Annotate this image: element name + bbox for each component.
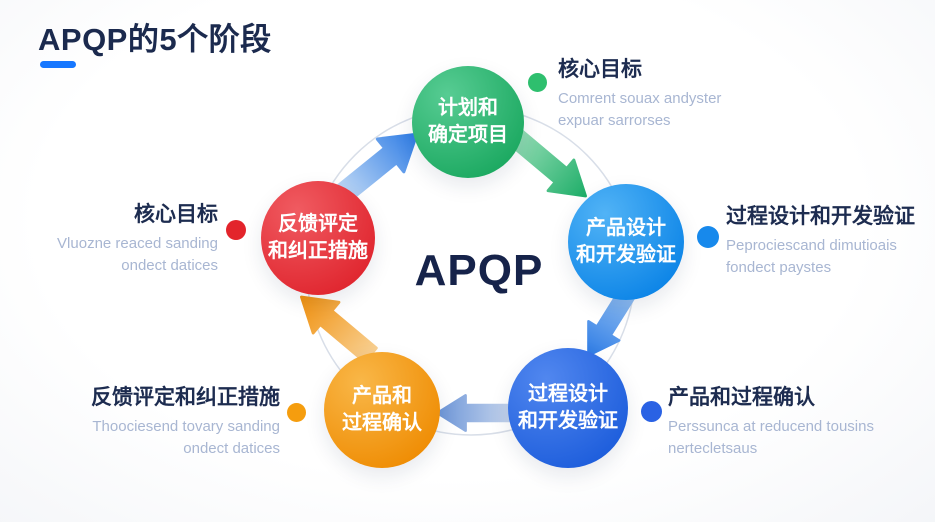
callout-right-heading: 过程设计和开发验证	[726, 205, 915, 228]
arrow-plan-to-product-icon	[509, 129, 587, 198]
callout-right: 过程设计和开发验证 Peprociescand dimutioais fonde…	[726, 203, 915, 278]
callout-top-right-heading: 核心目标	[558, 58, 642, 81]
callout-left-heading: 核心目标	[134, 203, 218, 226]
node-validation-label-line2: 过程确认	[342, 412, 422, 434]
bullet-dot-top-right-icon	[528, 73, 547, 92]
callout-bottom-left-sub-line1: Thoociesend tovary sanding	[92, 418, 280, 436]
node-feedback-circle: 反馈评定 和纠正措施	[261, 181, 375, 295]
callout-top-right-sub-line2: expuar sarrorses	[558, 111, 671, 129]
title-underline-bar	[40, 61, 76, 68]
page-title: APQP的5个阶段	[38, 22, 272, 57]
bullet-dot-left-icon	[226, 220, 246, 240]
callout-bottom-right-heading: 产品和过程确认	[668, 386, 815, 409]
node-plan-label-line1: 计划和	[438, 97, 498, 119]
callout-bottom-left-sub-line2: ondect datices	[183, 439, 280, 457]
node-plan-circle: 计划和 确定项目	[412, 66, 524, 178]
node-process-design-label-line1: 过程设计	[528, 383, 608, 405]
node-feedback-label-line1: 反馈评定	[278, 213, 358, 235]
node-validation-label-line1: 产品和	[352, 385, 412, 407]
arrow-validation-to-feedback-icon	[300, 295, 378, 364]
node-validation-circle: 产品和 过程确认	[324, 352, 440, 468]
callout-bottom-right-sub-line1: Perssunca at reducend tousins	[668, 418, 874, 436]
node-feedback-label-line2: 和纠正措施	[268, 240, 368, 262]
node-process-design-label-line2: 和开发验证	[518, 410, 618, 432]
callout-top-right-sub-line1: Comrent souax andyster	[558, 90, 722, 108]
callout-bottom-left: 反馈评定和纠正措施 Thoociesend tovary sanding ond…	[91, 384, 280, 459]
callout-right-sub-line2: fondect paystes	[726, 258, 832, 276]
arrow-process-to-validation-icon	[436, 394, 518, 432]
bullet-dot-bottom-left-icon	[287, 403, 306, 422]
bullet-dot-right-icon	[697, 226, 719, 248]
node-product-design-label-line2: 和开发验证	[576, 244, 676, 266]
callout-left-sub-line2: ondect datices	[121, 256, 218, 274]
center-apqp-label: APQP	[414, 246, 544, 295]
node-plan-label-line2: 确定项目	[428, 124, 508, 146]
callout-bottom-right-sub-line2: nertecletsaus	[668, 439, 758, 457]
callout-left: 核心目标 Vluozne reaced sanding ondect datic…	[57, 201, 218, 276]
node-process-design-circle: 过程设计 和开发验证	[508, 348, 628, 468]
bullet-dot-bottom-right-icon	[641, 401, 662, 422]
callout-top-right: 核心目标 Comrent souax andyster expuar sarro…	[558, 56, 721, 131]
callout-right-sub-line1: Peprociescand dimutioais	[726, 237, 897, 255]
callout-left-sub-line1: Vluozne reaced sanding	[57, 235, 218, 253]
callout-bottom-right: 产品和过程确认 Perssunca at reducend tousins ne…	[668, 384, 874, 459]
node-product-design-circle: 产品设计 和开发验证	[568, 184, 684, 300]
node-product-design-label-line1: 产品设计	[586, 217, 666, 239]
callout-bottom-left-heading: 反馈评定和纠正措施	[91, 386, 280, 409]
arrow-feedback-to-plan-icon	[335, 132, 419, 203]
